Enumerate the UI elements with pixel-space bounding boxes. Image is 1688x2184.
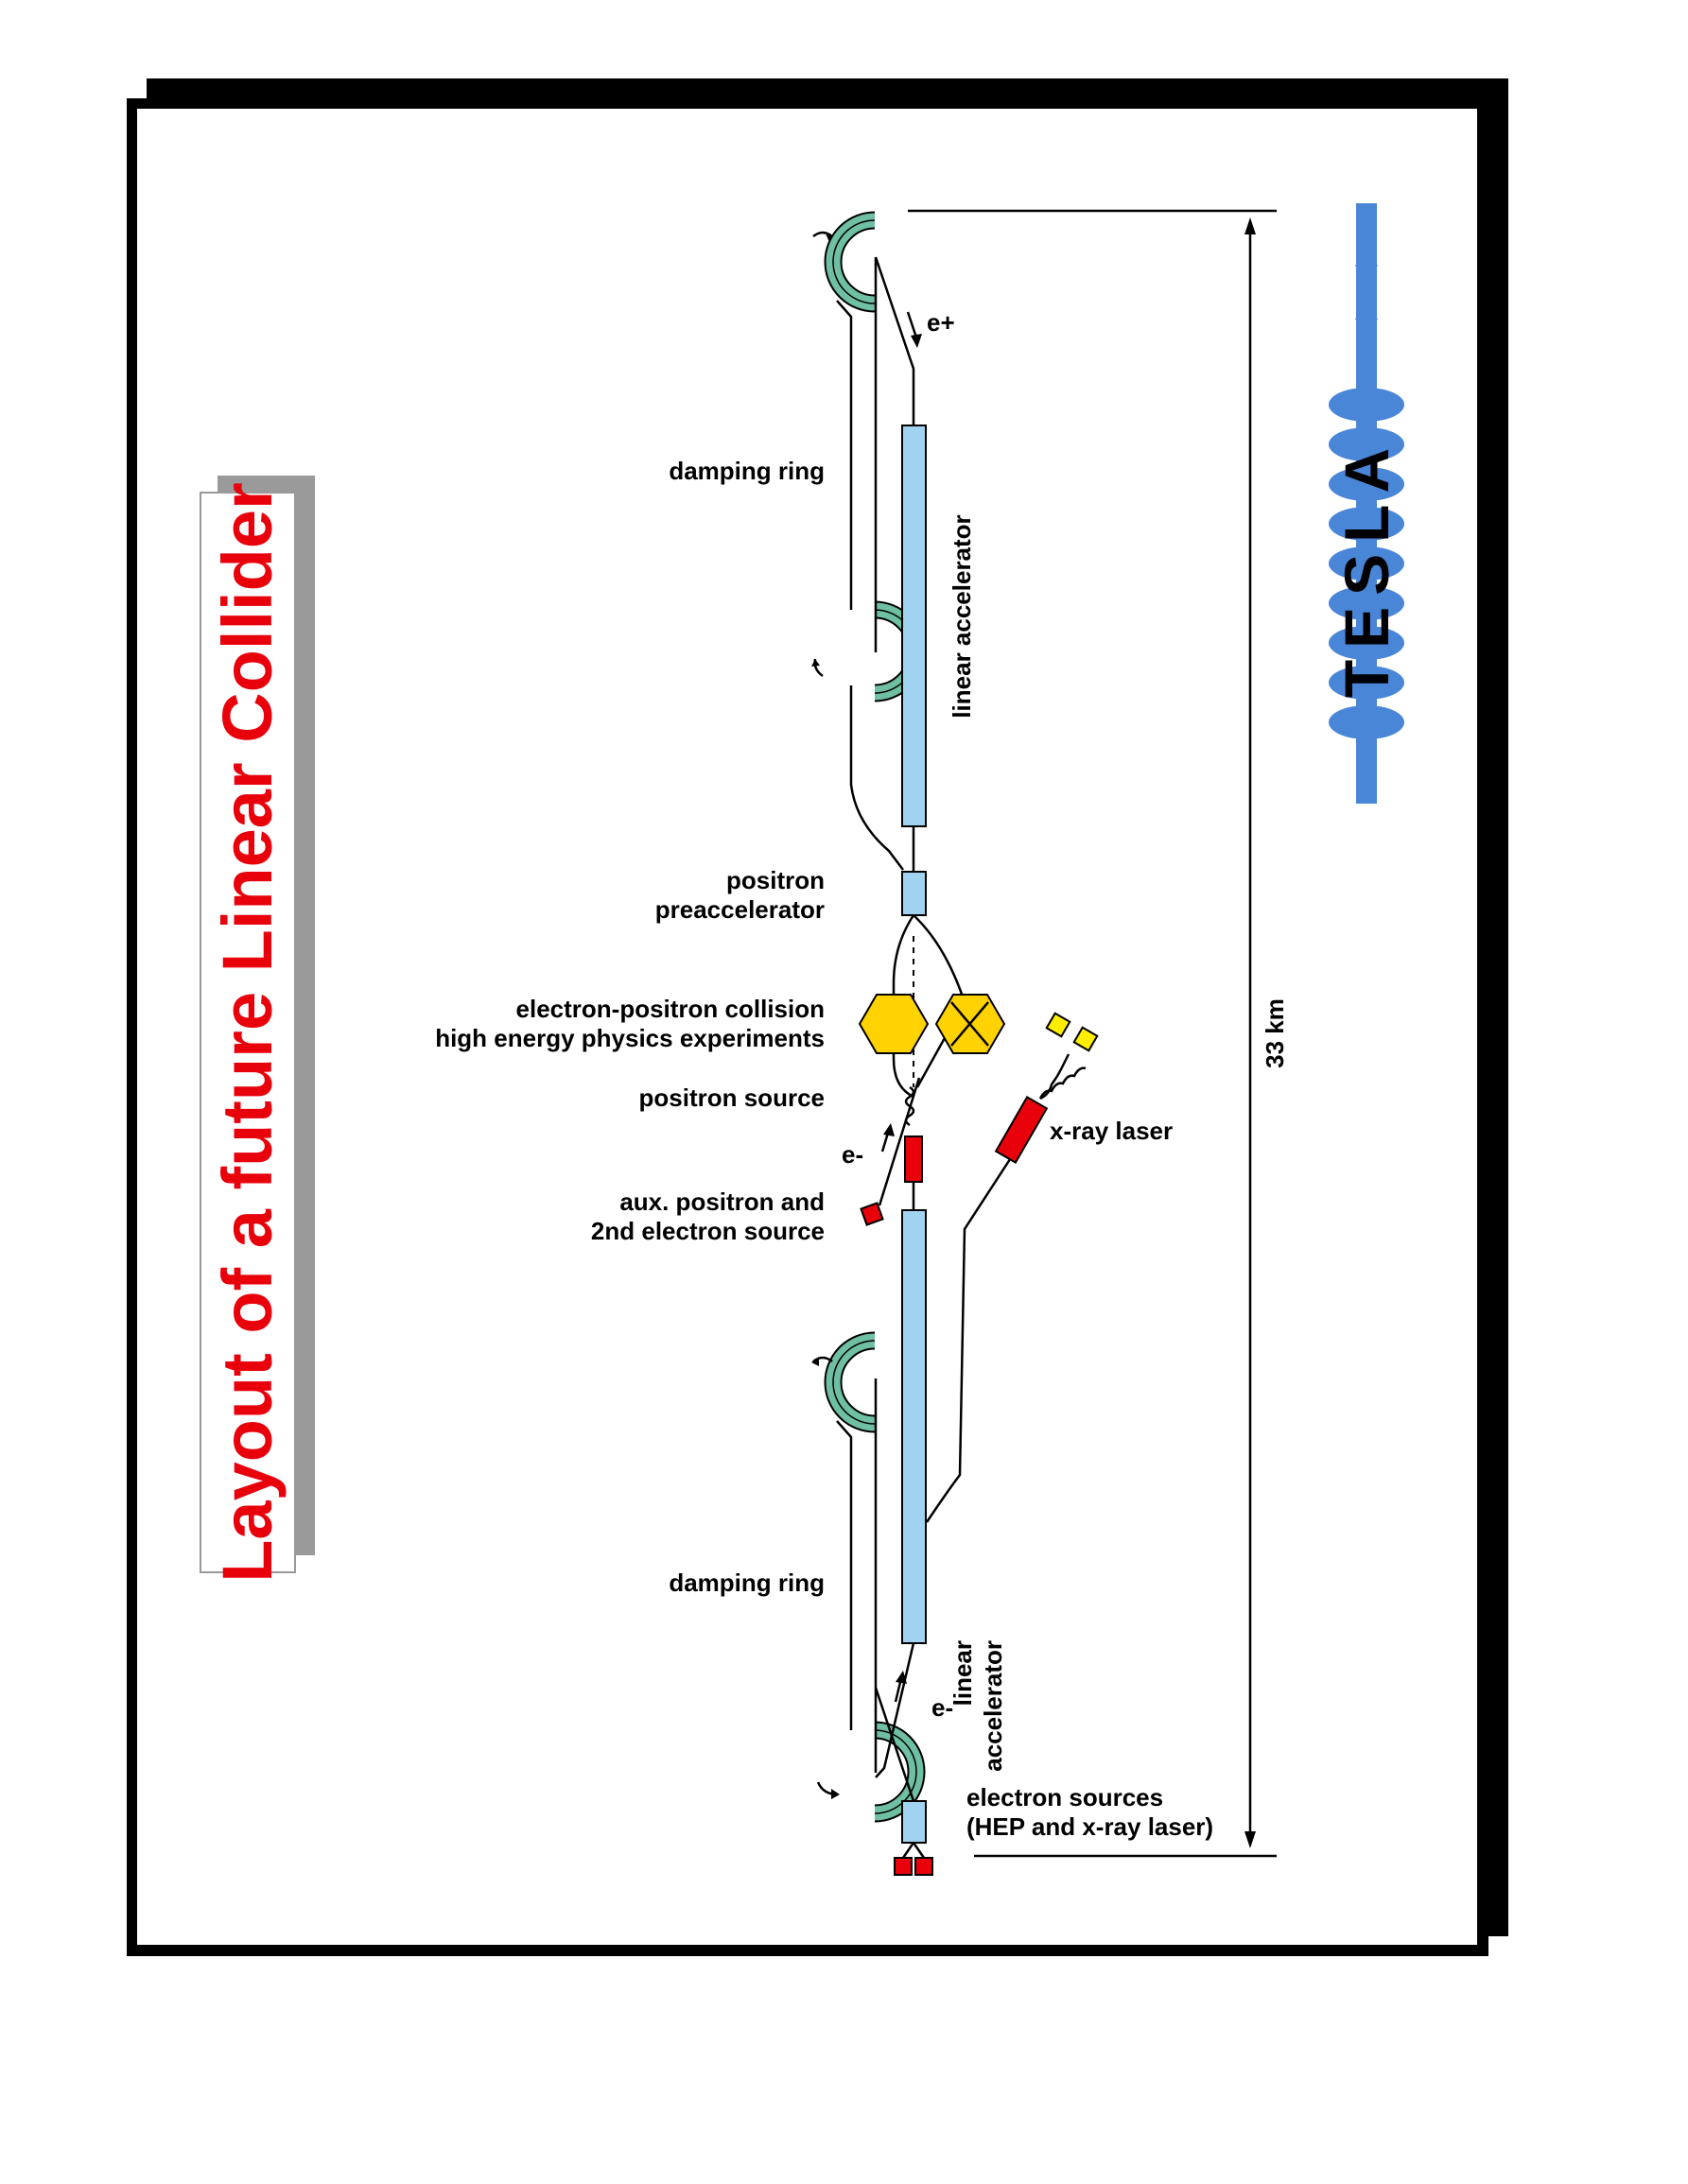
xray-target-2 — [1072, 1026, 1099, 1052]
label-e-plus: e+ — [927, 308, 955, 337]
transfer-line-top-2 — [849, 685, 904, 871]
label-electron-sources-1: electron sources — [966, 1783, 1163, 1811]
dimension-arrow-bottom — [1244, 1831, 1256, 1848]
tesla-logo: TESLA — [1329, 203, 1404, 804]
electron-source-2 — [914, 1857, 933, 1876]
label-linear-accelerator-bottom-1: linear — [948, 1640, 977, 1706]
xray-target-1 — [1045, 1012, 1071, 1038]
tesla-logo-text: TESLA — [1331, 437, 1401, 698]
dimension-arrow-top — [1244, 217, 1256, 234]
label-aux-source-1: aux. positron and — [619, 1187, 825, 1216]
electron-source-preacc — [901, 1800, 927, 1844]
label-length: 33 km — [1261, 998, 1289, 1068]
xray-laser — [994, 1096, 1049, 1164]
crossing-line-2 — [875, 1642, 915, 1778]
label-electron-sources-2: (HEP and x-ray laser) — [966, 1812, 1213, 1841]
label-collision-2: high energy physics experiments — [435, 1024, 825, 1052]
title-box — [200, 492, 296, 1573]
page-title: Layout of a future Linear Collider — [208, 482, 287, 1583]
label-aux-source-2: 2nd electron source — [591, 1217, 825, 1245]
electron-source-1 — [894, 1857, 913, 1876]
label-positron-preacc-2: preaccelerator — [655, 895, 825, 924]
positron-source-target — [904, 1135, 923, 1183]
label-linear-accelerator-bottom-2: accelerator — [979, 1640, 1007, 1772]
detector-1 — [858, 994, 930, 1054]
label-positron-source: positron source — [639, 1083, 825, 1112]
frame-inner — [137, 109, 1477, 1945]
label-positron-preacc-1: positron — [726, 866, 825, 894]
linear-accelerator-top — [901, 425, 927, 827]
label-damping-ring-top: damping ring — [669, 457, 825, 485]
xray-beam-line — [925, 1134, 1028, 1523]
crossing-line-1 — [874, 1687, 915, 1802]
transfer-line-top-1 — [874, 256, 915, 425]
positron-preaccelerator — [901, 871, 927, 916]
label-xray-laser: x-ray laser — [1050, 1117, 1173, 1145]
label-damping-ring-bottom: damping ring — [669, 1569, 825, 1597]
linear-accelerator-bottom — [901, 1209, 927, 1644]
e-plus-arrowhead — [911, 334, 922, 348]
label-e-minus-bottom: e- — [931, 1693, 953, 1722]
label-e-minus-mid: e- — [842, 1140, 863, 1169]
aux-line — [878, 1077, 921, 1206]
label-linear-accelerator-top: linear accelerator — [948, 514, 976, 718]
xray-wiggle-2 — [1039, 1053, 1070, 1101]
ip-branch-left — [892, 914, 915, 1099]
label-collision-1: electron-positron collision — [516, 995, 825, 1023]
aux-source — [860, 1202, 884, 1226]
